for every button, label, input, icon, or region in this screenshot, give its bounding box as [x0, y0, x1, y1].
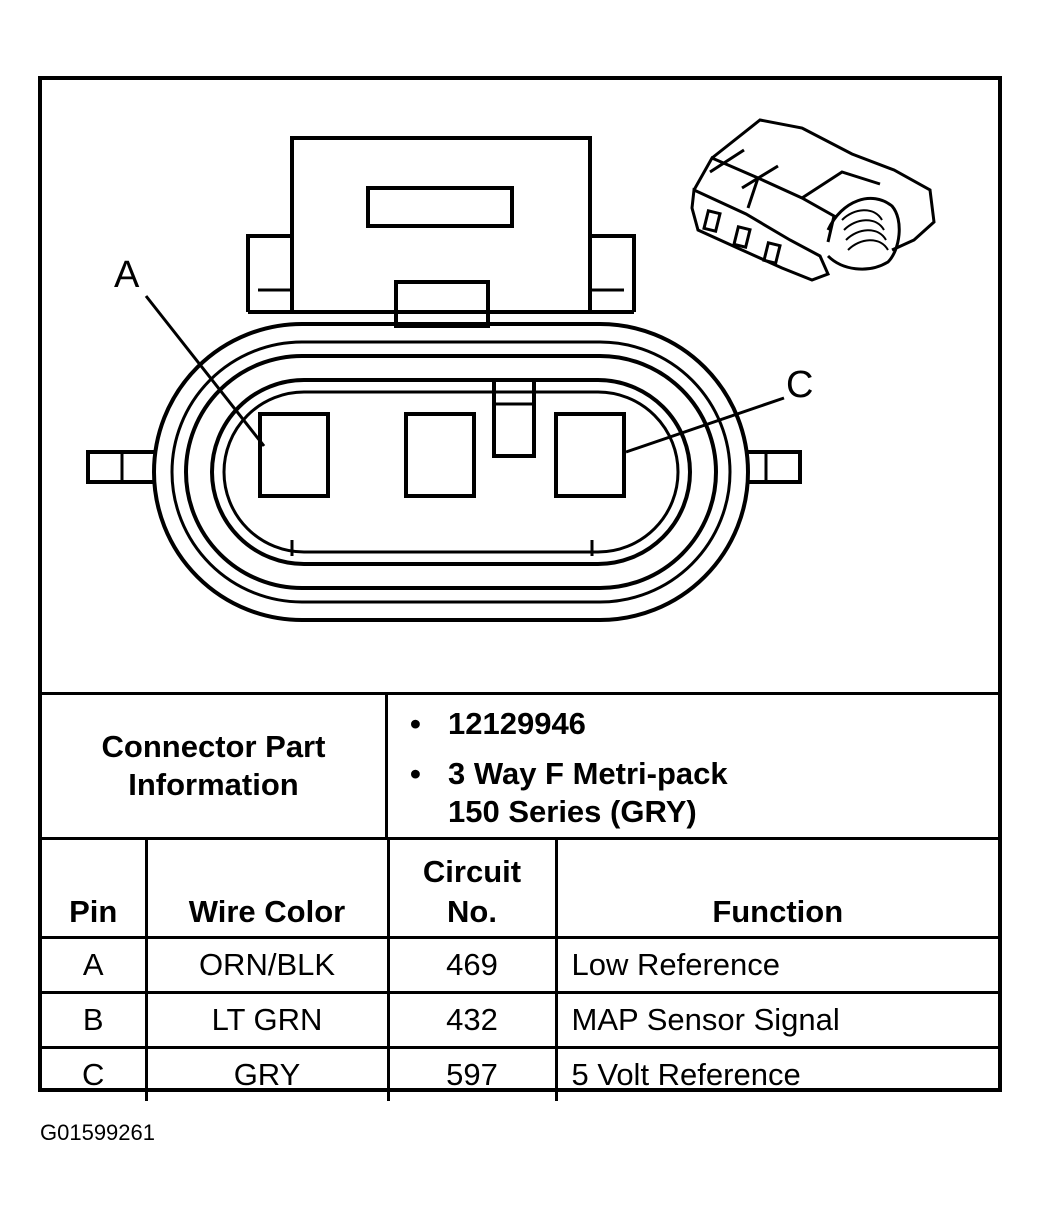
- cell-circuit: 432: [386, 991, 558, 1049]
- header-circuit-line1: Circuit: [422, 854, 522, 889]
- connector-face-drawing: A C: [42, 80, 998, 692]
- header-function: Function: [554, 840, 998, 939]
- connector-desc-line1: 3 Way F Metri-pack: [448, 756, 728, 791]
- info-title-line2: Information: [128, 767, 299, 802]
- cavity-c: [554, 412, 626, 498]
- pinout-table: Pin Wire Color Circuit No. Function A OR…: [42, 840, 998, 1101]
- info-title: Connector Part Information: [42, 695, 388, 837]
- table-header-row: Pin Wire Color Circuit No. Function: [42, 840, 998, 939]
- pin-label-a: A: [114, 254, 140, 296]
- cell-circuit: 597: [386, 1046, 558, 1101]
- table-row: A ORN/BLK 469 Low Reference: [42, 936, 998, 994]
- figure-id: G01599261: [40, 1120, 155, 1145]
- leader-line-a: [144, 295, 266, 447]
- cell-pin: C: [42, 1046, 148, 1101]
- header-circuit-no: Circuit No.: [386, 840, 558, 939]
- cell-circuit: 469: [386, 936, 558, 994]
- cell-function: 5 Volt Reference: [554, 1046, 998, 1101]
- connector-part-information: Connector Part Information • 12129946 • …: [42, 692, 998, 840]
- connector-3d-icon: [690, 118, 936, 282]
- table-row: C GRY 597 5 Volt Reference: [42, 1046, 998, 1101]
- header-wire-color: Wire Color: [144, 840, 390, 939]
- connector-info-panel: A C Connector Part Information • 1212994…: [38, 76, 1002, 1101]
- header-circuit-line2: No.: [447, 894, 497, 929]
- cell-pin: B: [42, 991, 148, 1049]
- part-number-bullet: • 12129946: [410, 705, 586, 743]
- cell-wire-color: GRY: [144, 1046, 390, 1101]
- info-title-line1: Connector Part: [101, 729, 326, 764]
- cell-pin: A: [42, 936, 148, 994]
- bullet-icon: •: [410, 756, 421, 791]
- bullet-icon: •: [410, 706, 421, 741]
- cell-wire-color: LT GRN: [144, 991, 390, 1049]
- connector-illustration: [86, 118, 936, 622]
- cavity-b: [404, 412, 476, 498]
- cavity-a: [258, 412, 330, 498]
- connector-desc-bullet: • 3 Way F Metri-pack 150 Series (GRY): [410, 755, 728, 831]
- leader-line-c: [625, 396, 785, 454]
- cell-function: MAP Sensor Signal: [554, 991, 998, 1049]
- header-pin: Pin: [42, 840, 148, 939]
- connector-desc-line2: 150 Series (GRY): [448, 794, 697, 829]
- pin-label-c: C: [786, 364, 814, 406]
- cell-wire-color: ORN/BLK: [144, 936, 390, 994]
- info-bullets: • 12129946 • 3 Way F Metri-pack 150 Seri…: [388, 695, 998, 837]
- cell-function: Low Reference: [554, 936, 998, 994]
- part-number: 12129946: [448, 706, 586, 741]
- table-row: B LT GRN 432 MAP Sensor Signal: [42, 991, 998, 1049]
